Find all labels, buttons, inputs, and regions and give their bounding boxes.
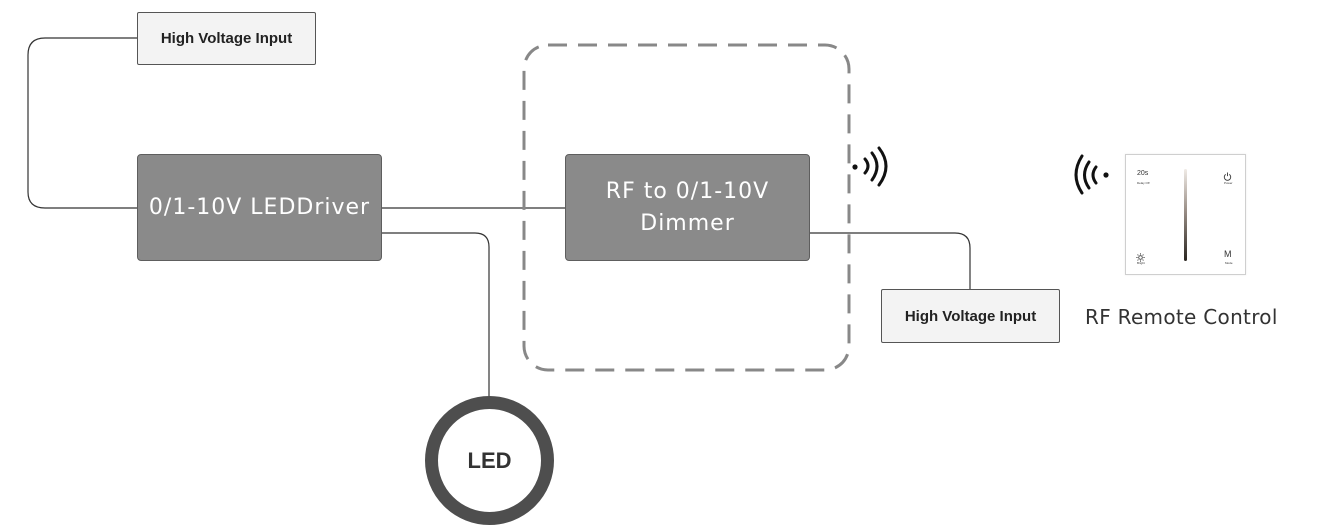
wireless-signal-right-icon — [852, 146, 888, 187]
dimmer-group-boundary — [522, 43, 851, 372]
dimmer-label-line1: RF to 0/1-10V — [605, 178, 770, 204]
brightness-label: Bright — [1137, 261, 1145, 265]
sun-icon — [1136, 249, 1145, 262]
power-label: Power — [1224, 181, 1233, 185]
power-icon — [1223, 168, 1232, 181]
brightness-slider — [1184, 169, 1187, 261]
remote-caption: RF Remote Control — [1085, 305, 1278, 329]
hv-input-right-label: High Voltage Input — [904, 307, 1037, 325]
mode-symbol: M — [1224, 249, 1232, 259]
led-driver-box: 0/1-10V LEDDriver — [137, 154, 382, 261]
connector-dimmer-to-hv — [809, 232, 971, 289]
dimmer-box: RF to 0/1-10V Dimmer — [565, 154, 810, 261]
led-driver-label: 0/1-10V LEDDriver — [148, 194, 371, 220]
hv-input-top-box: High Voltage Input — [137, 12, 316, 65]
wireless-signal-left-icon — [1074, 154, 1109, 195]
hv-input-top-label: High Voltage Input — [160, 30, 293, 47]
timer-label: Delay Off — [1137, 181, 1150, 185]
connector-driver-to-led — [381, 232, 490, 397]
timer-value: 20s — [1137, 170, 1149, 177]
connector-hv-to-driver — [27, 37, 137, 209]
led-label: LED — [467, 447, 512, 473]
mode-label: Mode — [1225, 261, 1233, 265]
led-node: LED — [425, 396, 554, 525]
rf-remote-panel: 20s Delay Off Power Bright M Mode — [1125, 154, 1246, 275]
dimmer-label-line2: Dimmer — [640, 210, 735, 236]
hv-input-right-box: High Voltage Input — [881, 289, 1060, 343]
